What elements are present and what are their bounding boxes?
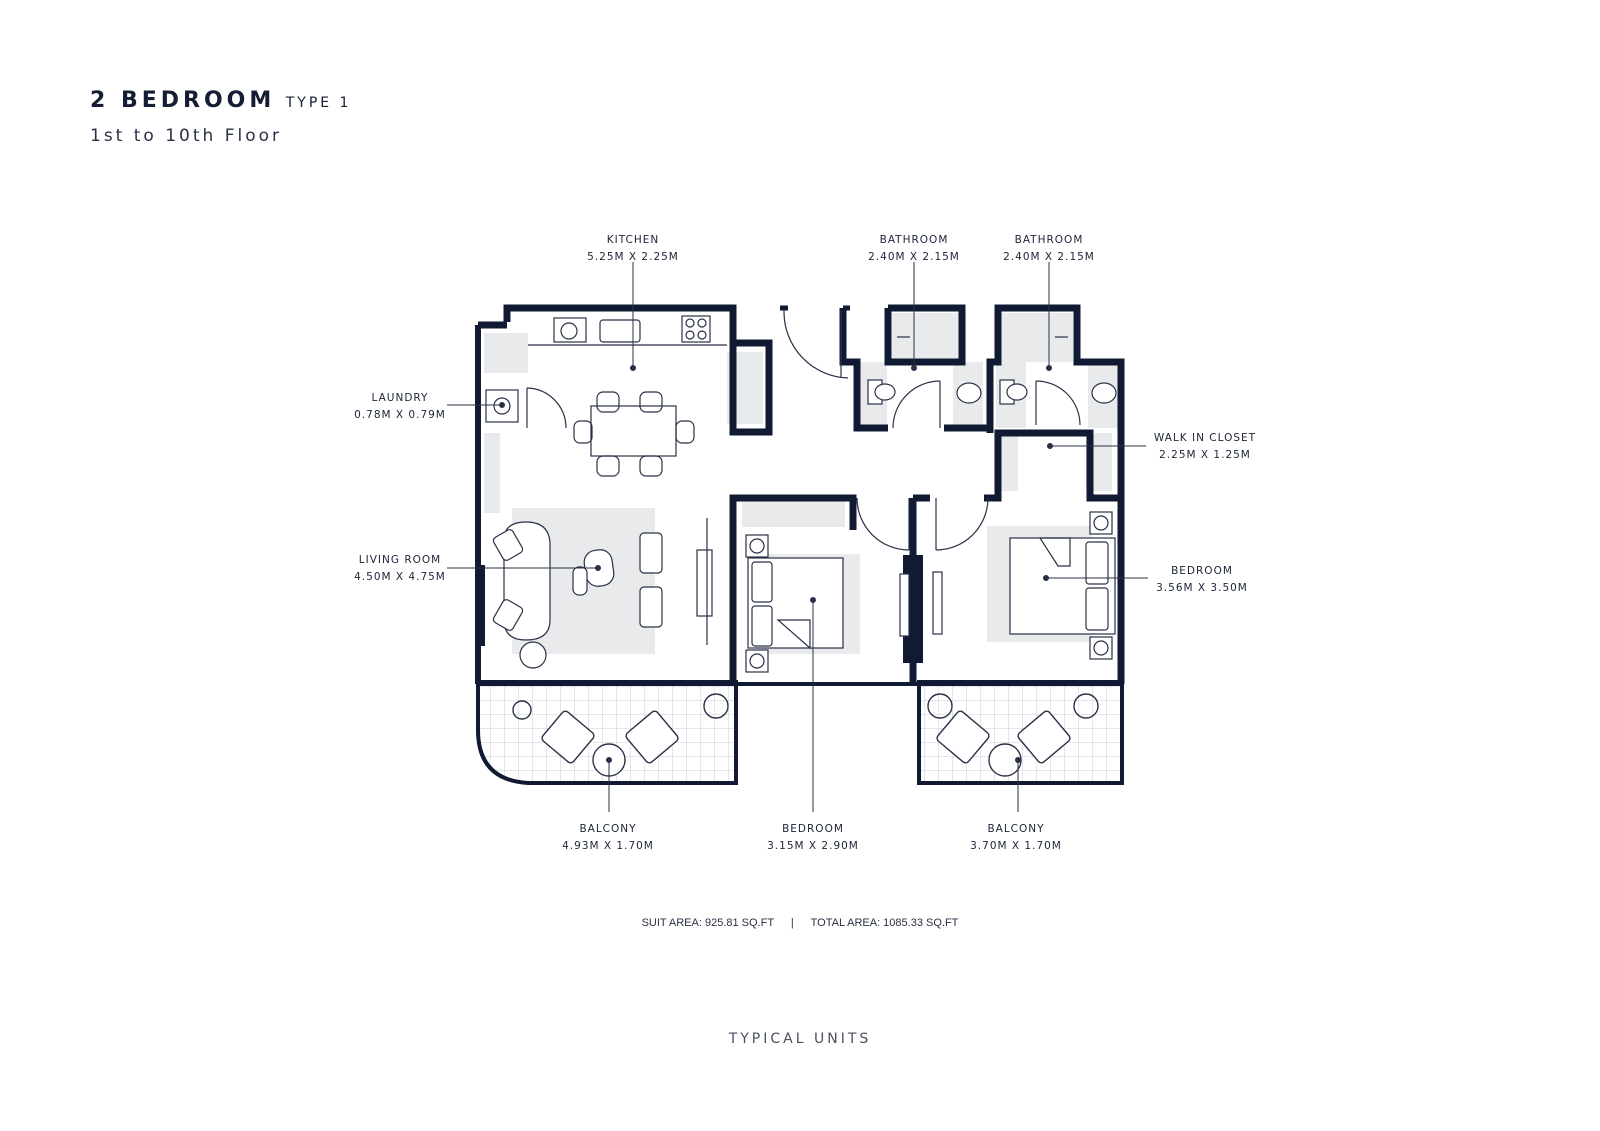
footer-caption: TYPICAL UNITS: [728, 1031, 872, 1047]
area-separator: |: [790, 917, 794, 929]
doors: [526, 310, 1081, 551]
bathroom-fixtures: [867, 336, 1117, 405]
unit-name: 2 BEDROOM: [90, 88, 276, 113]
label-balcony-2: BALCONY 3.70M X 1.70M: [970, 823, 1062, 852]
balcony-left-floor: [476, 680, 738, 785]
total-area: TOTAL AREA: 1085.33 SQ.FT: [810, 917, 959, 929]
area-summary: SUIT AREA: 925.81 SQ.FT | TOTAL AREA: 10…: [0, 917, 1600, 929]
label-bedroom-master: BEDROOM 3.56M X 3.50M: [1156, 565, 1248, 594]
plan-title: 2 BEDROOM TYPE 1: [90, 88, 351, 113]
suit-area: SUIT AREA: 925.81 SQ.FT: [641, 917, 774, 929]
floor-range: 1st to 10th Floor: [90, 126, 282, 146]
dining-set: [573, 391, 695, 477]
label-bathroom-2: BATHROOM 2.40M X 2.15M: [1003, 234, 1095, 263]
label-living-room: LIVING ROOM 4.50M X 4.75M: [354, 554, 446, 583]
unit-type: TYPE 1: [285, 95, 352, 111]
kitchen-fixtures: [485, 315, 727, 423]
label-balcony-1: BALCONY 4.93M X 1.70M: [562, 823, 654, 852]
master-bedroom-furniture: [932, 511, 1116, 660]
living-furniture: [492, 518, 713, 669]
label-walk-in-closet: WALK IN CLOSET 2.25M X 1.25M: [1153, 432, 1257, 461]
label-bedroom-2: BEDROOM 3.15M X 2.90M: [767, 823, 859, 852]
bedroom-2-furniture: [745, 534, 910, 673]
leader-lines: [447, 262, 1148, 812]
label-laundry: LAUNDRY 0.78M X 0.79M: [354, 392, 446, 421]
label-bathroom-1: BATHROOM 2.40M X 2.15M: [868, 234, 960, 263]
label-kitchen: KITCHEN 5.25M X 2.25M: [587, 234, 679, 263]
